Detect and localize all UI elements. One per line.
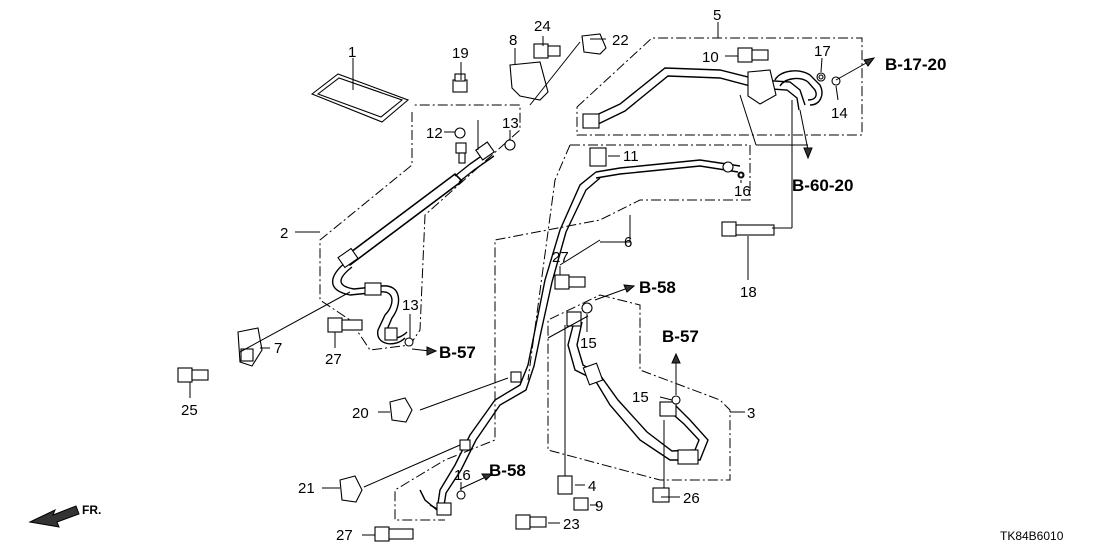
- callout-17: 17: [814, 43, 831, 60]
- callout-25: 25: [181, 402, 198, 419]
- ref-b-57-right: B-57: [662, 327, 699, 346]
- callout-13-upper: 13: [502, 115, 519, 132]
- gasket-part-1: [310, 73, 410, 123]
- callout-1: 1: [348, 44, 356, 61]
- callout-23: 23: [563, 516, 580, 533]
- callout-27-bottom: 27: [336, 527, 353, 544]
- diagram-code: TK84B6010: [1000, 529, 1064, 543]
- callout-5: 5: [713, 7, 721, 24]
- callout-22: 22: [612, 32, 629, 49]
- callout-24: 24: [534, 18, 551, 35]
- callout-8: 8: [509, 32, 517, 49]
- callout-11: 11: [623, 148, 639, 165]
- callout-27-left: 27: [325, 351, 342, 368]
- small-parts: [177, 33, 824, 542]
- pipe-part-5: [582, 47, 841, 129]
- callout-19: 19: [452, 45, 469, 62]
- callout-7: 7: [274, 340, 282, 357]
- callout-18: 18: [740, 284, 757, 301]
- ref-b-60-20: B-60-20: [792, 176, 853, 195]
- callout-10: 10: [702, 49, 719, 66]
- pipe-part-6: [419, 147, 745, 516]
- callout-3: 3: [747, 405, 755, 422]
- callout-16-upper: 16: [734, 183, 751, 200]
- leader-lines: [189, 22, 876, 536]
- group-boxes: [319, 37, 863, 521]
- hose-part-2: [331, 73, 495, 345]
- ref-b-58-middle: B-58: [639, 278, 676, 297]
- callout-6: 6: [624, 234, 632, 251]
- callout-12: 12: [426, 125, 443, 142]
- callout-13-lower: 13: [402, 297, 419, 314]
- callout-14: 14: [831, 105, 848, 122]
- callout-9: 9: [595, 498, 603, 515]
- ref-b-57-left: B-57: [439, 343, 476, 362]
- ref-b-17-20: B-17-20: [885, 55, 946, 74]
- reference-labels: B-17-20 B-60-20 B-58 B-57 B-58 B-57: [439, 55, 946, 480]
- callout-15-upper: 15: [580, 335, 597, 352]
- ref-b-58-bottom: B-58: [489, 461, 526, 480]
- front-label: FR.: [82, 503, 101, 517]
- callout-4: 4: [588, 478, 596, 495]
- callout-21: 21: [298, 480, 315, 497]
- callout-15-lower: 15: [632, 389, 649, 406]
- front-direction-arrow: FR.: [28, 503, 101, 528]
- callout-27-middle: 27: [552, 249, 569, 266]
- callout-numbers: 1 2 3 4 5 6 7 8 9 10 11 12 13 13 14 15 1…: [181, 7, 848, 544]
- hose-part-3: [564, 302, 709, 490]
- callout-2: 2: [280, 225, 288, 242]
- callout-26: 26: [683, 490, 700, 507]
- callout-16-lower: 16: [454, 467, 471, 484]
- callout-20: 20: [352, 405, 369, 422]
